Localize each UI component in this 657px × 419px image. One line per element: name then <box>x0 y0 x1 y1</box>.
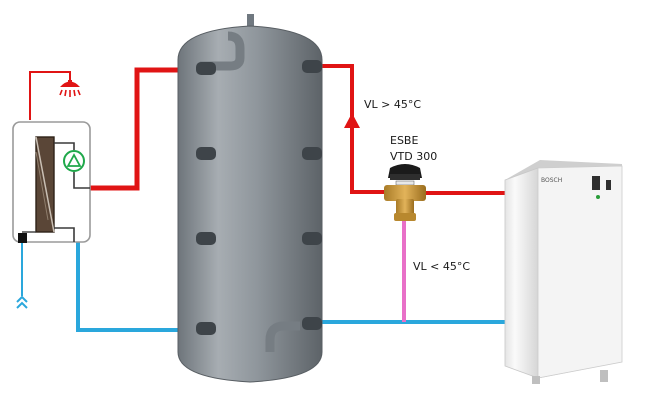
tank-port <box>302 60 322 73</box>
valve-brand-label: ESBE <box>390 134 419 147</box>
shower-icon <box>59 80 81 97</box>
tank-port <box>196 62 216 75</box>
heat-pump-unit <box>504 160 623 384</box>
fresh-water-station <box>12 121 91 243</box>
circulation-pump-icon <box>63 150 85 172</box>
tank-port <box>302 232 322 245</box>
tank-port <box>196 232 216 245</box>
hot-flow-pipe <box>29 64 507 195</box>
control-valve <box>18 233 27 243</box>
status-led <box>596 195 600 199</box>
flow-temp-high-label: VL > 45°C <box>364 98 422 111</box>
tank-port <box>302 147 322 160</box>
heat-exchanger <box>35 136 55 233</box>
valve-model-label: VTD 300 <box>390 150 438 163</box>
flow-temp-low-label: VL < 45°C <box>413 260 471 273</box>
heat-pump-logo: BOSCH <box>541 177 563 184</box>
tank-port <box>196 147 216 160</box>
tank-port <box>302 317 322 330</box>
tank-port <box>196 322 216 335</box>
cold-water-inlet-icon <box>16 295 28 309</box>
esbe-mixing-valve <box>384 164 426 221</box>
flow-arrow-icon <box>344 113 360 128</box>
buffer-tank <box>177 14 323 383</box>
